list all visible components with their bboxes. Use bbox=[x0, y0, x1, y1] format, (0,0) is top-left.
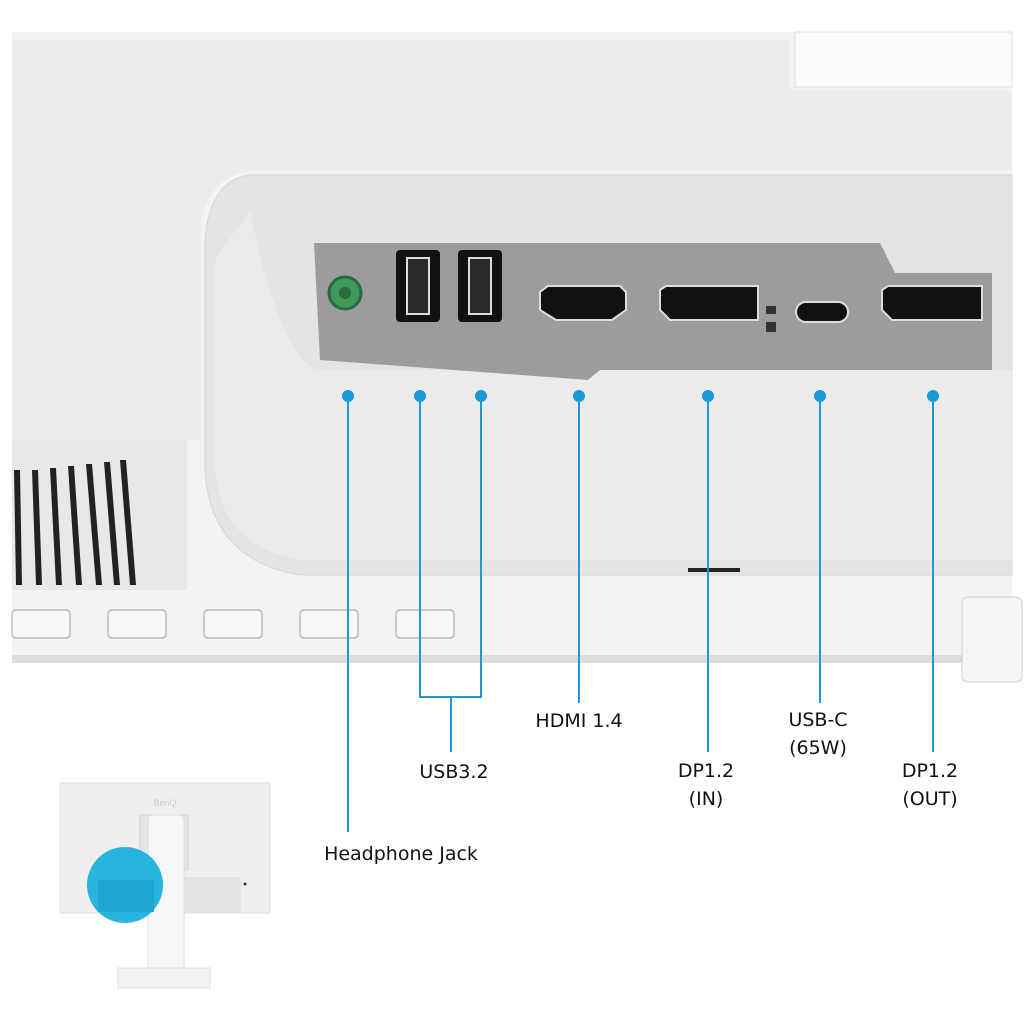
callout-dot bbox=[702, 390, 714, 402]
callout-dot bbox=[927, 390, 939, 402]
textured-back bbox=[12, 40, 1012, 440]
svg-text:BenQ: BenQ bbox=[153, 798, 176, 808]
stand-mount bbox=[794, 31, 1013, 88]
label-headphone-jack: Headphone Jack bbox=[324, 840, 478, 868]
callout-dot bbox=[475, 390, 487, 402]
inset-monitor-thumbnail: BenQ bbox=[59, 782, 271, 989]
slot bbox=[688, 568, 740, 572]
label-text: DP1.2 bbox=[901, 760, 959, 782]
label-text: DP1.2 bbox=[677, 760, 735, 782]
stand-foot bbox=[961, 596, 1023, 683]
label-text: (OUT) bbox=[902, 788, 958, 810]
label-usb-c: USB-C (65W) bbox=[788, 706, 847, 762]
label-text: (IN) bbox=[688, 788, 724, 810]
control-button bbox=[107, 609, 167, 639]
control-button bbox=[11, 609, 71, 639]
label-dp-out: DP1.2 (OUT) bbox=[902, 757, 958, 813]
hdmi-port-icon bbox=[539, 285, 627, 321]
callout-dot bbox=[573, 390, 585, 402]
displayport-icon bbox=[881, 285, 983, 321]
control-button bbox=[299, 609, 359, 639]
callout-dot bbox=[414, 390, 426, 402]
label-text: HDMI 1.4 bbox=[535, 710, 623, 732]
usb-c-icon bbox=[795, 301, 849, 323]
recess-floor bbox=[215, 210, 1012, 560]
callout-dot bbox=[814, 390, 826, 402]
displayport-icon bbox=[659, 285, 759, 321]
control-button bbox=[395, 609, 455, 639]
control-button bbox=[203, 609, 263, 639]
label-dp-in: DP1.2 (IN) bbox=[678, 757, 734, 813]
label-hdmi: HDMI 1.4 bbox=[535, 707, 622, 735]
label-usb: USB3.2 bbox=[419, 758, 488, 786]
label-text: USB3.2 bbox=[419, 761, 489, 783]
label-text: (65W) bbox=[789, 737, 847, 759]
label-text: Headphone Jack bbox=[324, 843, 478, 865]
callout-dot bbox=[342, 390, 354, 402]
vent-slots bbox=[14, 460, 136, 585]
label-text: USB-C bbox=[788, 709, 848, 731]
callout-lines bbox=[347, 396, 934, 832]
